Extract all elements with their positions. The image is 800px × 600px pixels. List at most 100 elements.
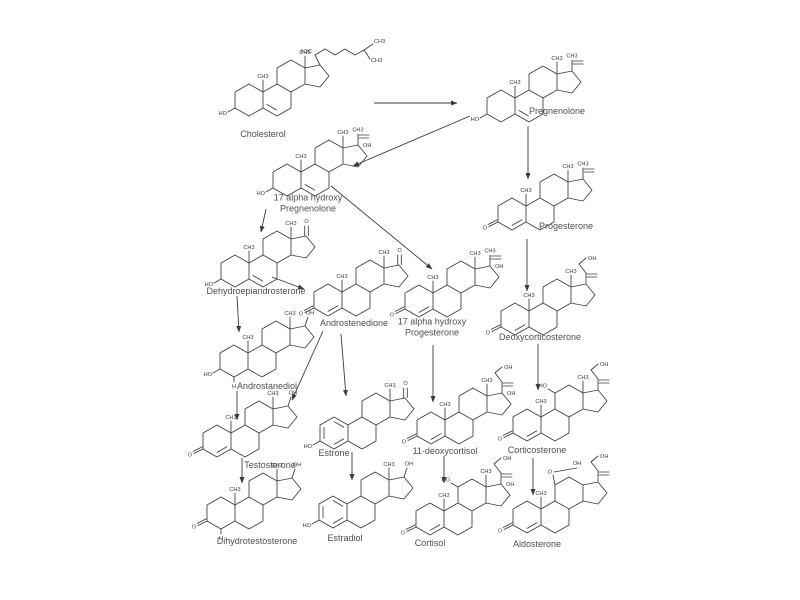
svg-text:CH3: CH3 bbox=[257, 74, 268, 80]
compound-label-dhea: Dehydroepiandrosterone bbox=[206, 285, 306, 296]
svg-text:CH3: CH3 bbox=[371, 58, 382, 64]
svg-text:O: O bbox=[299, 312, 304, 318]
svg-text:OH: OH bbox=[504, 365, 512, 371]
svg-text:O: O bbox=[390, 313, 395, 319]
svg-text:CH3: CH3 bbox=[374, 39, 385, 45]
svg-text:CH3: CH3 bbox=[284, 311, 295, 317]
arrow-17oh-pregnenolone-to-17oh-progesterone bbox=[330, 185, 433, 270]
svg-text:CH3: CH3 bbox=[535, 399, 546, 405]
svg-text:HO: HO bbox=[442, 478, 451, 484]
compound-label-androstanediol: Androstanediol bbox=[236, 380, 298, 391]
svg-text:HO: HO bbox=[303, 523, 312, 529]
svg-text:CH3: CH3 bbox=[480, 469, 491, 475]
svg-text:CH3: CH3 bbox=[225, 415, 236, 421]
svg-text:O: O bbox=[401, 531, 406, 537]
svg-text:CH3: CH3 bbox=[285, 221, 296, 227]
svg-text:CH3: CH3 bbox=[439, 402, 450, 408]
svg-text:CH3: CH3 bbox=[337, 130, 348, 136]
svg-text:CH3: CH3 bbox=[352, 128, 363, 134]
svg-text:CH3: CH3 bbox=[438, 493, 449, 499]
svg-text:O: O bbox=[548, 470, 553, 476]
svg-text:CH3: CH3 bbox=[299, 50, 310, 56]
svg-text:O: O bbox=[304, 219, 309, 225]
svg-text:CH3: CH3 bbox=[551, 56, 562, 62]
compound-label-dihydrotestosterone: Dihydrotestosterone bbox=[216, 535, 298, 546]
svg-text:CH3: CH3 bbox=[481, 378, 492, 384]
structure-estradiol: HO CH3 OH bbox=[303, 462, 414, 529]
svg-text:HO: HO bbox=[539, 384, 548, 390]
svg-text:O: O bbox=[192, 525, 197, 531]
svg-text:H: H bbox=[219, 536, 223, 542]
svg-text:HO: HO bbox=[219, 111, 228, 117]
svg-text:CH3: CH3 bbox=[577, 375, 588, 381]
svg-text:CH3: CH3 bbox=[378, 250, 389, 256]
svg-text:OH: OH bbox=[600, 454, 608, 460]
svg-text:CH3: CH3 bbox=[271, 463, 282, 469]
svg-text:OH: OH bbox=[495, 264, 503, 270]
svg-text:CH3: CH3 bbox=[565, 269, 576, 275]
compound-label-pregnenolone: Pregnenolone bbox=[528, 105, 586, 116]
svg-text:O: O bbox=[403, 381, 408, 387]
svg-text:CH3: CH3 bbox=[229, 487, 240, 493]
svg-text:CH3: CH3 bbox=[295, 154, 306, 160]
svg-text:OH: OH bbox=[573, 461, 581, 467]
compound-label-cortisol: Cortisol bbox=[414, 537, 446, 548]
svg-text:HO: HO bbox=[205, 282, 214, 288]
svg-text:OH: OH bbox=[363, 143, 371, 149]
compound-label-17oh-progesterone: 17 alpha hydroxy Progesterone bbox=[397, 316, 467, 338]
svg-text:CH3: CH3 bbox=[243, 245, 254, 251]
arrow-layer bbox=[234, 100, 541, 496]
compound-label-progesterone: Progesterone bbox=[538, 220, 594, 231]
svg-text:CH3: CH3 bbox=[566, 54, 577, 60]
svg-text:OH: OH bbox=[507, 391, 515, 397]
svg-text:HO: HO bbox=[304, 444, 313, 450]
svg-text:OH: OH bbox=[506, 482, 514, 488]
svg-text:H: H bbox=[232, 384, 236, 390]
svg-text:HO: HO bbox=[257, 191, 266, 197]
svg-text:O: O bbox=[188, 453, 193, 459]
svg-text:CH3: CH3 bbox=[509, 80, 520, 86]
arrow-17oh-pregnenolone-to-dhea bbox=[259, 208, 267, 233]
arrow-androstenedione-to-estrone bbox=[340, 333, 349, 397]
svg-text:O: O bbox=[486, 331, 491, 337]
compound-label-estrone: Estrone bbox=[318, 447, 350, 458]
svg-text:CH3: CH3 bbox=[484, 249, 495, 255]
svg-text:OH: OH bbox=[293, 463, 301, 469]
svg-text:OH: OH bbox=[289, 391, 297, 397]
arrow-dhea-to-androstanediol bbox=[236, 295, 242, 333]
compound-label-corticosterone: Corticosterone bbox=[507, 444, 567, 455]
svg-text:CH3: CH3 bbox=[520, 188, 531, 194]
arrow-androstenedione-to-testosterone bbox=[291, 330, 324, 401]
svg-text:OH: OH bbox=[405, 462, 413, 468]
svg-text:CH3: CH3 bbox=[577, 162, 588, 168]
compound-label-11-deoxycortisol: 11-deoxycortisol bbox=[412, 445, 478, 456]
svg-text:CH3: CH3 bbox=[383, 462, 394, 468]
svg-text:CH3: CH3 bbox=[336, 274, 347, 280]
svg-text:OH: OH bbox=[600, 362, 608, 368]
svg-text:CH3: CH3 bbox=[562, 164, 573, 170]
compound-label-androstenedione: Androstenedione bbox=[319, 317, 389, 328]
svg-text:HO: HO bbox=[471, 117, 480, 123]
svg-text:CH3: CH3 bbox=[469, 251, 480, 257]
svg-text:O: O bbox=[397, 248, 402, 254]
svg-text:CH3: CH3 bbox=[535, 491, 546, 497]
svg-text:CH3: CH3 bbox=[384, 383, 395, 389]
svg-text:O: O bbox=[483, 226, 488, 232]
compound-label-17oh-pregnenolone: 17 alpha hydroxy Pregnenolone bbox=[273, 192, 343, 214]
svg-text:OH: OH bbox=[503, 456, 511, 462]
